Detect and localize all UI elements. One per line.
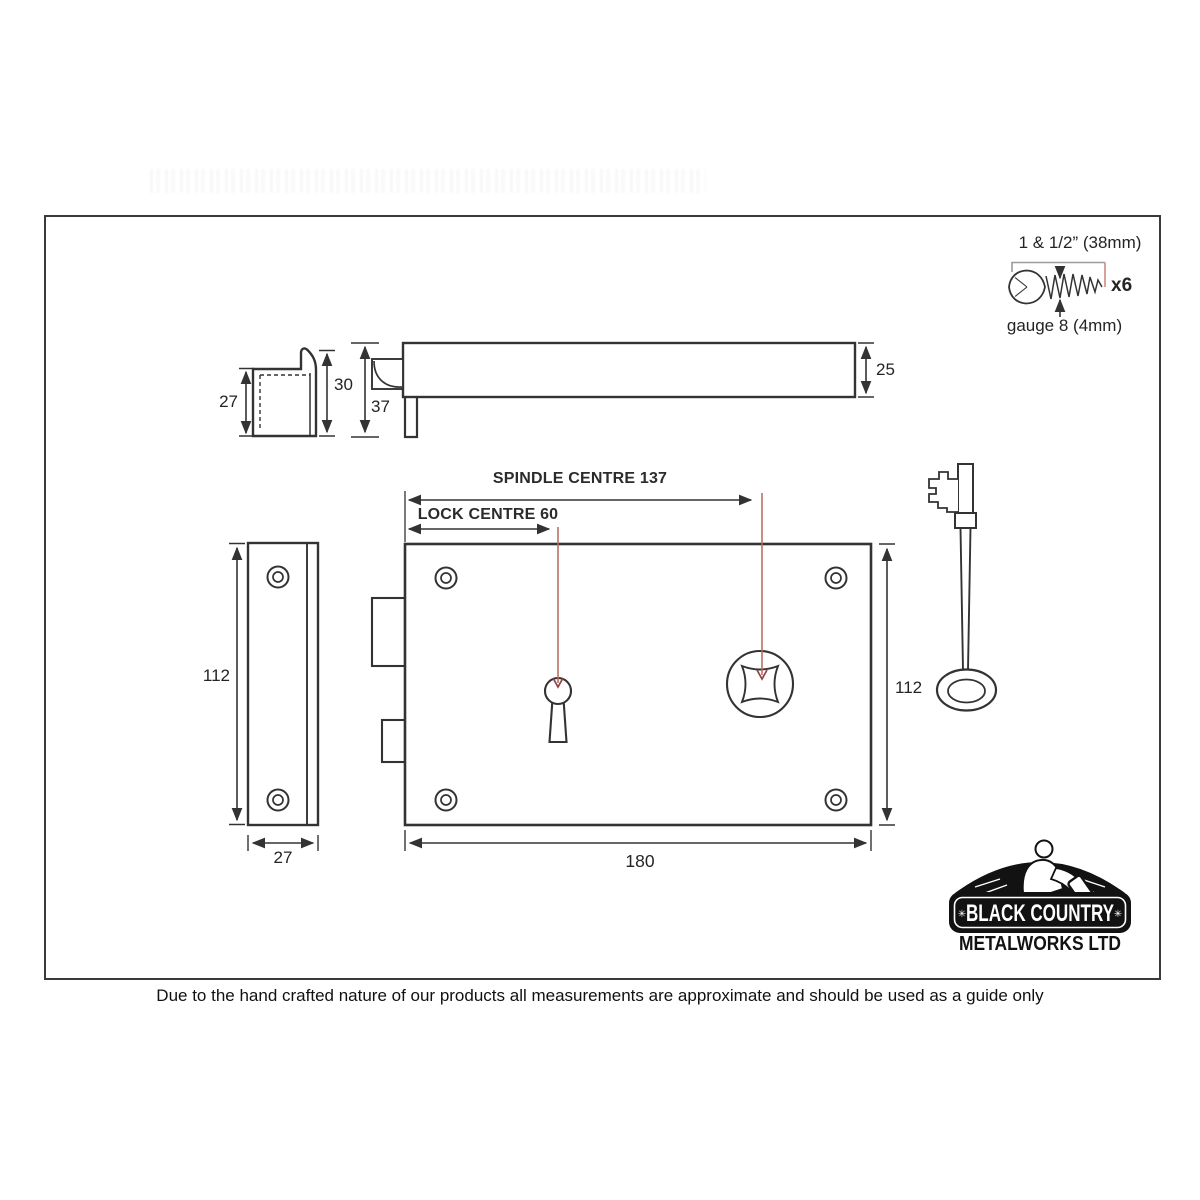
logo-ornament-left: ✳ xyxy=(958,909,966,920)
case-thickness-label: 25 xyxy=(876,360,895,379)
spindle-centre-label: SPINDLE CENTRE 137 xyxy=(492,470,668,487)
keep-screw-holes xyxy=(266,565,290,812)
screw-quantity-label: x6 xyxy=(1111,275,1133,296)
keep-profile-height-label: 30 xyxy=(334,375,353,394)
keep-height-label: 112 xyxy=(202,666,230,685)
spindle-hole-icon xyxy=(725,649,795,719)
lock-width-label: 180 xyxy=(625,851,655,871)
ghost-text-artifact xyxy=(150,169,706,193)
lock-front-view xyxy=(370,491,895,851)
screw-length-label: 1 & 1/2” (38mm) xyxy=(1018,233,1142,252)
keep-width-label: 27 xyxy=(273,848,293,867)
footer-disclaimer: Due to the hand crafted nature of our pr… xyxy=(156,986,1044,1005)
logo-line1: BLACK COUNTRY xyxy=(966,900,1114,927)
centre-guide-lines xyxy=(552,493,768,689)
screw-detail xyxy=(1008,261,1106,317)
blacksmith-figure xyxy=(955,839,1125,903)
company-logo: ✳ ✳ BLACK COUNTRY METALWORKS LTD xyxy=(945,835,1135,955)
logo-ornament-right: ✳ xyxy=(1114,909,1122,920)
lock-centre-label: LOCK CENTRE 60 xyxy=(417,506,559,523)
screw-icon xyxy=(1008,269,1103,305)
logo-graphic: ✳ ✳ BLACK COUNTRY METALWORKS LTD xyxy=(949,839,1131,955)
lock-side-profile xyxy=(351,341,874,439)
logo-line2: METALWORKS LTD xyxy=(959,933,1121,955)
lock-screw-holes xyxy=(434,566,848,812)
lock-profile-depth-label: 37 xyxy=(371,397,390,416)
screw-gauge-label: gauge 8 (4mm) xyxy=(1006,316,1123,335)
key-icon xyxy=(928,463,998,712)
logo-banner: ✳ ✳ BLACK COUNTRY xyxy=(949,892,1131,933)
keep-side-profile xyxy=(239,347,335,438)
keyhole-icon xyxy=(543,676,573,744)
lock-height-label: 112 xyxy=(895,678,923,697)
keep-profile-depth-label: 27 xyxy=(219,392,238,411)
keep-front-view xyxy=(229,541,320,851)
